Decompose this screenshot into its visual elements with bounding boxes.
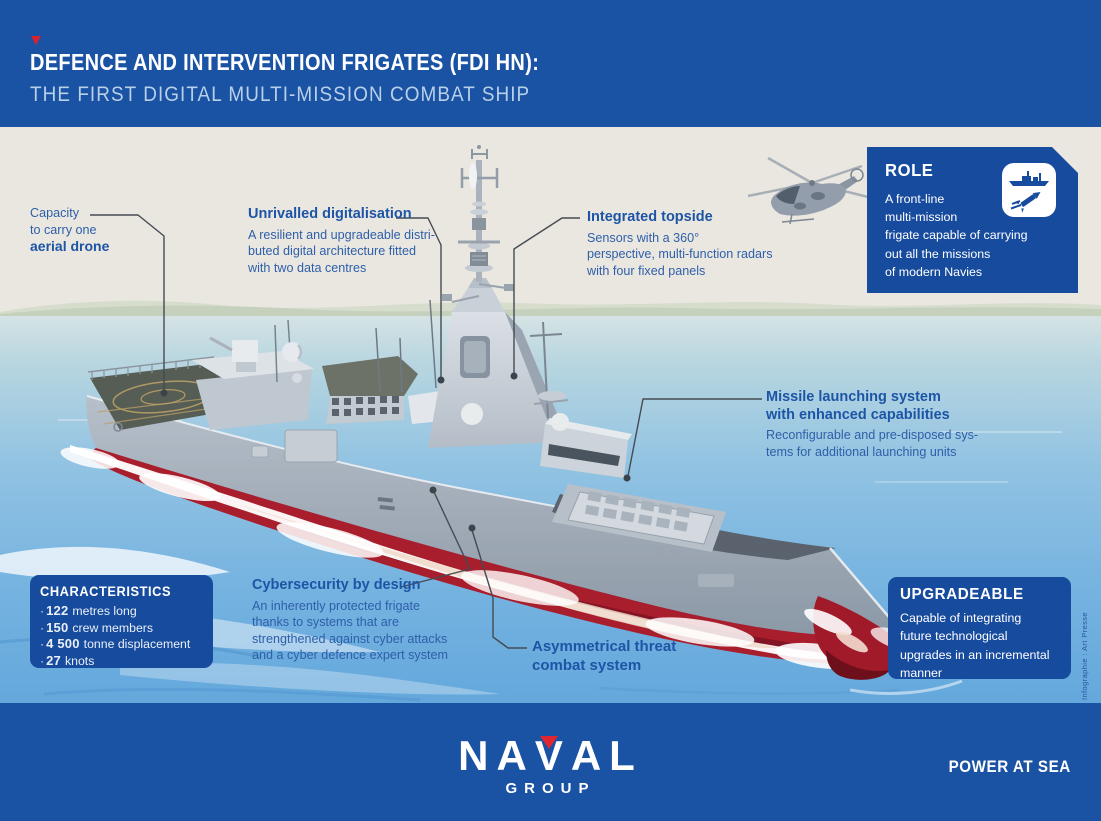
cybersecurity-heading: Cybersecurity by design <box>252 577 421 593</box>
capacity-text: Capacity to carry one <box>30 206 97 237</box>
callout-line-missile <box>627 398 762 477</box>
bridge-windows <box>548 444 620 466</box>
mid-superstructure <box>322 299 452 424</box>
callout-line-cybersecurity <box>400 491 471 588</box>
capacity-bold: aerial drone <box>30 238 110 255</box>
logo-red-triangle-icon <box>539 736 558 749</box>
power-at-sea-tagline: POWER AT SEA <box>948 758 1071 776</box>
logo-v-wrap: V <box>534 732 571 779</box>
frigate <box>60 145 976 695</box>
mast-tower <box>428 278 568 448</box>
callout-asymmetrical: Asymmetrical threat combat system <box>532 637 676 675</box>
callout-capacity: Capacity to carry one aerial drone <box>30 205 109 256</box>
header-band: DEFENCE AND INTERVENTION FRIGATES (FDI H… <box>0 0 1101 127</box>
asymmetrical-heading: Asymmetrical threat combat system <box>532 638 677 674</box>
callout-digitalisation: Unrivalled digitalisation A resilient an… <box>248 206 435 276</box>
credit-text: Infographie : Art Presse <box>1080 612 1089 700</box>
ciws-turret <box>232 340 258 362</box>
aft-superstructure <box>192 319 314 430</box>
topside-heading: Integrated topside <box>587 209 713 225</box>
naval-group-logo-sub: GROUP <box>505 780 596 797</box>
callout-line-topside <box>513 217 580 373</box>
digitalisation-heading: Unrivalled digitalisation <box>248 206 412 222</box>
helicopter-icon <box>747 156 873 225</box>
page-title-line1: DEFENCE AND INTERVENTION FRIGATES (FDI H… <box>30 49 540 75</box>
role-body: A front-line multi-mission frigate capab… <box>885 192 1028 279</box>
radome-sphere <box>282 342 302 362</box>
digitalisation-body: A resilient and upgradeable distri- bute… <box>248 227 435 275</box>
page-title-line2: THE FIRST DIGITAL MULTI-MISSION COMBAT S… <box>30 82 531 106</box>
callout-missile: Missile launching system with enhanced c… <box>766 389 978 460</box>
callout-cybersecurity: Cybersecurity by design An inherently pr… <box>252 577 448 664</box>
cybersecurity-body: An inherently protected frigate thanks t… <box>252 598 449 663</box>
satcom-dome <box>461 403 483 425</box>
bridge <box>529 321 632 478</box>
red-marker-icon <box>31 36 41 45</box>
callout-line-asymmetrical <box>471 529 527 649</box>
frigate-and-missile-icon <box>1002 163 1056 217</box>
callout-lines <box>90 214 762 649</box>
callout-line-capacity <box>90 214 165 391</box>
upgradeable-body: Capable of integrating future technologi… <box>900 611 1050 681</box>
role-heading: ROLE <box>885 160 934 180</box>
hull-details <box>113 422 901 631</box>
vls-launcher <box>552 484 726 552</box>
antenna-mast <box>458 145 500 282</box>
topside-body: Sensors with a 360° perspective, multi-f… <box>587 230 773 278</box>
role-box: ROLE A front-line multi-mission frigate … <box>867 147 1078 293</box>
upgradeable-box: UPGRADEABLE Capable of integrating futur… <box>888 577 1071 680</box>
upgradeable-heading: UPGRADEABLE <box>900 586 1024 603</box>
missile-body: Reconfigurable and pre-disposed sys- tem… <box>766 428 979 459</box>
characteristics-heading: CHARACTERISTICS <box>40 584 172 599</box>
callout-topside: Integrated topside Sensors with a 360° p… <box>587 209 773 279</box>
callout-line-digitalisation <box>396 217 442 378</box>
missile-heading: Missile launching system with enhanced c… <box>766 389 950 423</box>
callout-dots <box>160 372 631 532</box>
